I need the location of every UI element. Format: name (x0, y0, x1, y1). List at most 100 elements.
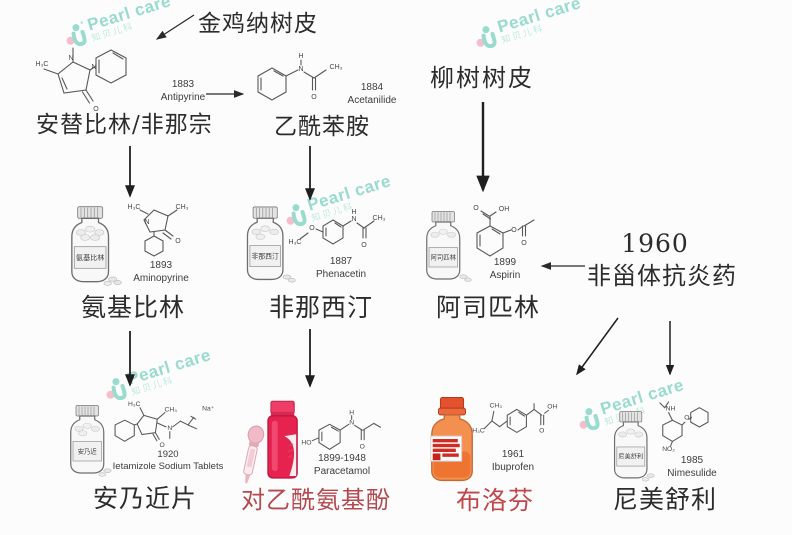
atom-label: O (311, 94, 317, 101)
pearlcare-logo-icon (286, 203, 307, 226)
aspirin-year-block: 1899 Aspirin (470, 256, 540, 282)
aspirin-en: Aspirin (489, 270, 521, 281)
metamizole-name: 安乃近片 (92, 484, 197, 513)
atom-label: H₃C (472, 427, 485, 434)
bottle-label-text: 非那西汀 (252, 252, 279, 261)
arrow-nsaid-to-ibuprofen (576, 317, 619, 376)
acetanilide-structure: H N O CH₃ (257, 53, 343, 101)
atom-label: H (351, 209, 356, 216)
metamizole-bottle: 安乃近 (70, 405, 112, 477)
antipyrine-en: Antipyrine (160, 92, 206, 103)
phenacetin-year-block: 1887 Phenacetin (301, 255, 381, 281)
aminopyrine-bottle: 氨基比林 (71, 206, 122, 286)
aminopyrine-en: Aminopyrine (133, 273, 189, 284)
atom-label: H₃C (128, 204, 141, 211)
ibuprofen-year: 1961 (501, 449, 525, 460)
atom-label: CH₃ (330, 64, 343, 71)
pearlcare-logo-icon (66, 20, 87, 46)
nimesulide-bottle: 尼美舒利 (613, 411, 655, 482)
atom-label: H₃C (128, 401, 141, 408)
atom-label: N (91, 64, 96, 71)
nimesulide-en: Nimesulide (667, 468, 717, 479)
atom-label: O (521, 240, 527, 247)
atom-label: H (349, 410, 354, 417)
antipyrine-structure: H₃C N N O (36, 47, 127, 113)
atom-label: N (144, 219, 149, 226)
ibuprofen-bottle (430, 397, 473, 482)
bottle-label (616, 446, 646, 467)
atom-label: NO₂ (662, 446, 675, 453)
atom-label: O (361, 242, 367, 249)
acetanilide-en: Acetanilide (347, 95, 397, 106)
pearlcare-logo-icon (579, 407, 600, 430)
nimesulide-year-block: 1985 Nimesulide (652, 454, 732, 480)
aminopyrine-structure: H₃C CH₃ N O (128, 204, 189, 257)
acetanilide-year: 1884 (360, 82, 384, 93)
bottle-label (249, 245, 281, 267)
aspirin-bottle: 阿司匹林 (426, 211, 472, 282)
nsaid-name: 非甾体抗炎药 (587, 262, 737, 290)
atom-label: CH₃ (490, 403, 503, 410)
paracetamol-bottle (243, 400, 298, 484)
atom-label: O (684, 414, 689, 421)
atom-label: H (298, 53, 303, 60)
bottle-label (72, 441, 102, 462)
atom-label: N (167, 425, 172, 432)
bottle-label (73, 246, 107, 269)
paracetamol-en: Paracetamol (313, 466, 371, 477)
atom-label: O (539, 427, 544, 434)
cinchona-bark-label: 金鸡纳树皮 (198, 11, 318, 37)
atom-label: HO (301, 440, 311, 447)
nimesulide-structure: O NH NO₂ (659, 401, 709, 453)
antipyrine-name: 安替比林/非那宗 (36, 112, 213, 138)
metamizole-en: Ietamizole Sodium Tablets (112, 461, 224, 473)
ibuprofen-year-block: 1961 Ibuprofen (473, 448, 553, 474)
nsaid-year: 1960 (621, 229, 689, 258)
nimesulide-year: 1985 (680, 455, 704, 466)
atom-label: NH (666, 406, 676, 413)
metamizole-structure: H₃C CH₃ N O Na⁺ (114, 401, 215, 449)
atom-label: N (349, 419, 354, 426)
atom-label: O (511, 227, 517, 234)
bottle-label-text: 阿司匹林 (431, 253, 457, 262)
paracetamol-year-block: 1899-1948 Paracetamol (297, 452, 387, 478)
bottle-label-text: 氨基比林 (76, 253, 104, 262)
bottle-label-text: 尼美舒利 (618, 452, 643, 461)
aminopyrine-year: 1893 (149, 260, 173, 271)
atom-label: N (351, 216, 356, 223)
ibuprofen-en: Ibuprofen (491, 462, 535, 473)
acetanilide-name: 乙酰苯胺 (274, 114, 370, 140)
metamizole-year: 1920 (157, 449, 179, 460)
atom-label: O (175, 238, 181, 245)
pearlcare-logo-icon (476, 25, 497, 48)
phenacetin-structure: H₃C O H N O CH₃ (289, 209, 386, 249)
atom-label: O (360, 443, 365, 450)
atom-label: O (93, 106, 99, 113)
acetanilide-year-block: 1884 Acetanilide (342, 81, 402, 107)
aminopyrine-year-block: 1893 Aminopyrine (121, 259, 201, 285)
bottle-cap (619, 411, 643, 423)
arrow-cinchona-to-antipyrine (155, 14, 195, 40)
metamizole-year-block: 1920 Ietamizole Sodium Tablets (103, 449, 233, 474)
bottle-label-text: 安乃近 (78, 447, 98, 456)
atom-label: OH (547, 403, 557, 410)
atom-label: O (309, 225, 315, 232)
paracetamol-structure: HO H N O (301, 410, 382, 450)
atom-label: CH₃ (373, 215, 386, 222)
atom-label: H₃C (289, 239, 302, 246)
aspirin-name: 阿司匹林 (435, 293, 540, 322)
bottle-label (428, 247, 458, 268)
pearlcare-logo-icon (106, 377, 127, 400)
antipyrine-year: 1883 (171, 79, 195, 90)
atom-label: Na⁺ (202, 406, 215, 413)
ibuprofen-structure: H₃C CH₃ OH O (472, 403, 557, 435)
atom-label: O (473, 205, 479, 212)
atom-label: O (160, 442, 165, 449)
bottle-label (284, 434, 297, 476)
